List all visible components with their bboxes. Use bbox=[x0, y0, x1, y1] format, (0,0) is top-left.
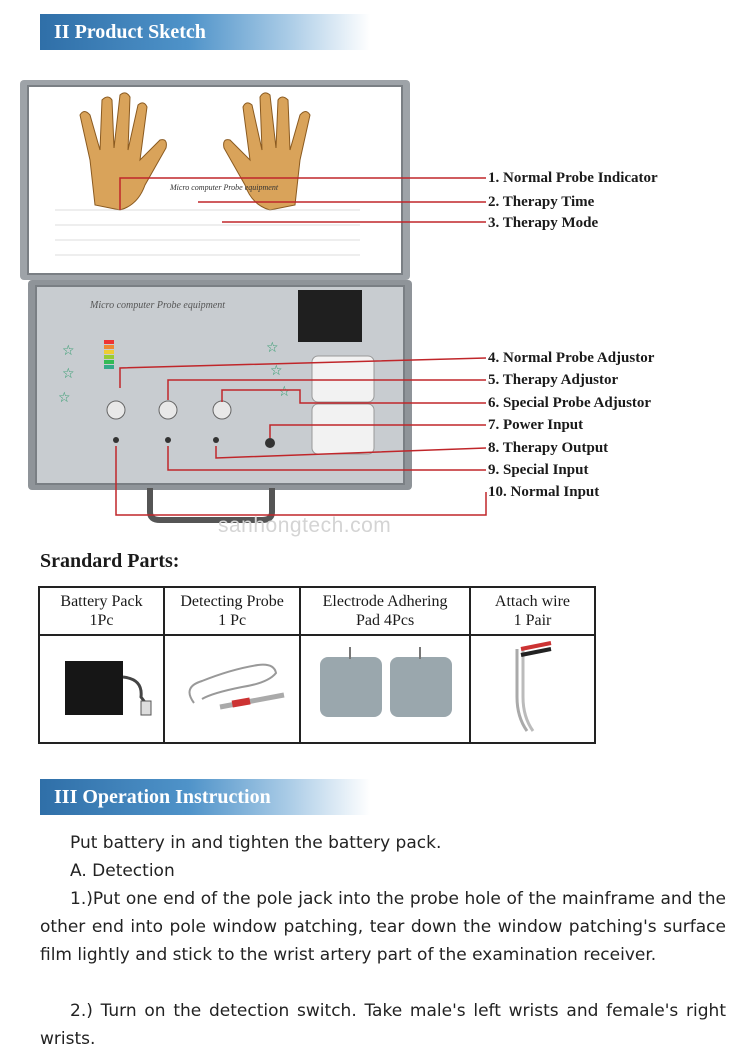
instruction-detection-heading: A. Detection bbox=[70, 861, 175, 881]
part-header-electrode: Electrode Adhering Pad 4Pcs bbox=[299, 586, 471, 636]
svg-text:☆: ☆ bbox=[62, 343, 75, 359]
svg-text:☆: ☆ bbox=[270, 363, 283, 379]
part-header-battery: Battery Pack 1Pc bbox=[37, 586, 166, 636]
svg-text:☆: ☆ bbox=[62, 366, 75, 382]
left-hand-chart bbox=[79, 92, 167, 211]
svg-text:☆: ☆ bbox=[278, 384, 291, 400]
probe-indicator bbox=[104, 340, 114, 369]
callout-therapy-time: 2. Therapy Time bbox=[488, 194, 595, 210]
section-title-product-sketch: II Product Sketch bbox=[40, 14, 370, 50]
detecting-probe-photo bbox=[163, 634, 302, 744]
part-header-wire: Attach wire 1 Pair bbox=[468, 586, 597, 636]
normal-probe-knob bbox=[106, 400, 126, 420]
instruction-battery: Put battery in and tighten the battery p… bbox=[70, 833, 442, 853]
therapy-knob bbox=[158, 400, 178, 420]
callout-therapy-mode: 3. Therapy Mode bbox=[488, 215, 599, 231]
electrode-pads bbox=[311, 355, 375, 403]
power-socket bbox=[265, 438, 275, 448]
svg-text:☆: ☆ bbox=[58, 390, 71, 406]
standard-parts-table: Battery Pack 1Pc Detecting Probe 1 Pc El… bbox=[37, 586, 597, 744]
panel-title: Micro computer Probe equipment bbox=[89, 300, 225, 311]
instruction-step-1: 1.)Put one end of the pole jack into the… bbox=[40, 889, 726, 965]
callout-therapy-output: 8. Therapy Output bbox=[488, 440, 609, 456]
callout-therapy-adjustor: 5. Therapy Adjustor bbox=[488, 372, 619, 388]
watermark: sanhongtech.com bbox=[218, 514, 392, 537]
attach-wire-icon bbox=[515, 640, 552, 732]
case-base: Micro computer Probe equipment ☆ ☆ ☆ ☆ ☆ ☆ bbox=[28, 280, 412, 490]
standard-parts-title: Srandard Parts: bbox=[40, 550, 180, 572]
electrode-pad-icon bbox=[320, 646, 453, 717]
battery-compartment bbox=[298, 290, 362, 342]
battery-pack-icon bbox=[64, 660, 152, 715]
device-illustration: Micro computer Probe equipment Micro com… bbox=[20, 80, 487, 523]
right-hand-chart bbox=[223, 92, 311, 211]
callout-power-input: 7. Power Input bbox=[488, 417, 584, 433]
part-header-probe: Detecting Probe 1 Pc bbox=[163, 586, 302, 636]
instruction-step-2: 2.) Turn on the detection switch. Take m… bbox=[40, 1001, 726, 1049]
battery-pack-photo bbox=[37, 634, 166, 744]
callout-special-probe-adjustor: 6. Special Probe Adjustor bbox=[488, 395, 652, 411]
electrode-pad-photo bbox=[299, 634, 471, 744]
svg-text:☆: ☆ bbox=[266, 340, 279, 356]
special-probe-knob bbox=[212, 400, 232, 420]
attach-wire-photo bbox=[468, 634, 597, 744]
callout-normal-probe-indicator: 1. Normal Probe Indicator bbox=[488, 170, 658, 186]
lid-caption: Micro computer Probe equipment bbox=[169, 183, 279, 192]
case-lid: Micro computer Probe equipment bbox=[20, 80, 410, 280]
detecting-probe-icon bbox=[188, 663, 285, 709]
callout-normal-probe-adjustor: 4. Normal Probe Adjustor bbox=[488, 350, 655, 366]
section-title-operation-instruction: III Operation Instruction bbox=[40, 779, 370, 815]
callout-special-input: 9. Special Input bbox=[488, 462, 589, 478]
callout-normal-input: 10. Normal Input bbox=[488, 484, 600, 500]
